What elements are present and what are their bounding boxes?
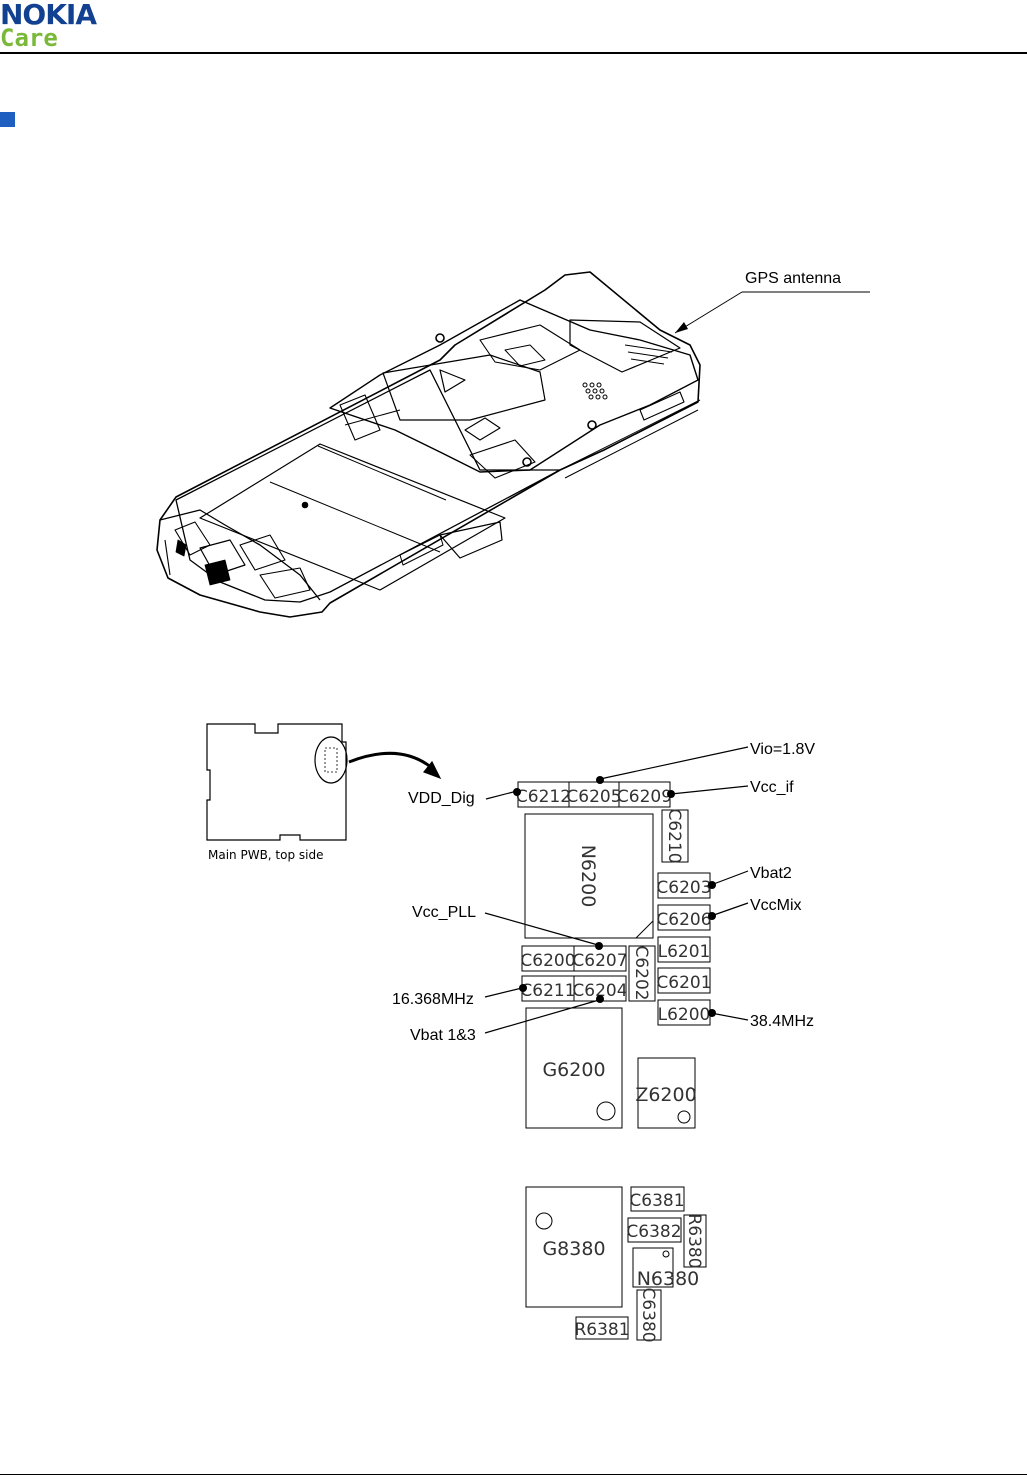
comp-c6206: C6206 <box>656 910 711 930</box>
leader-vio <box>599 746 749 780</box>
comp-c6205: C6205 <box>566 787 621 807</box>
comp-c6200: C6200 <box>520 951 575 971</box>
dot-vcc-pll <box>595 942 603 950</box>
comp-c6211: C6211 <box>520 981 575 1001</box>
comp-l6200: L6200 <box>658 1005 711 1025</box>
leader-vbat13 <box>484 999 600 1034</box>
box-g8380 <box>525 1186 623 1308</box>
comp-r6380: R6380 <box>684 1213 704 1268</box>
dot-16mhz <box>519 984 527 992</box>
comp-c6207: C6207 <box>572 951 627 971</box>
dot-vdd-dig <box>513 788 521 796</box>
box-l6201 <box>657 936 711 963</box>
leader-16mhz <box>484 987 523 998</box>
leader-vdd-dig <box>485 790 518 800</box>
phone-assembly-drawing <box>156 271 701 618</box>
gps-antenna-label: GPS antenna <box>745 270 841 287</box>
comp-c6382: C6382 <box>626 1222 681 1242</box>
box-g6200 <box>525 1007 623 1129</box>
section-marker <box>0 112 15 127</box>
header-rule <box>0 52 1027 54</box>
comp-c6381: C6381 <box>629 1191 684 1211</box>
box-r6381 <box>575 1316 629 1340</box>
leader-vcc-pll <box>484 912 599 946</box>
logo-care-text: Care <box>0 24 58 52</box>
comp-g6200: G6200 <box>542 1059 605 1081</box>
label-vccmix: VccMix <box>750 897 802 914</box>
label-16mhz: 16.368MHz <box>392 991 474 1008</box>
label-vbat13: Vbat 1&3 <box>410 1027 476 1044</box>
box-c6382 <box>627 1217 682 1243</box>
comp-c6202: C6202 <box>631 945 651 1000</box>
label-vcc-if: Vcc_if <box>750 779 794 796</box>
comp-c6210: C6210 <box>664 808 684 863</box>
comp-c6380: C6380 <box>638 1287 658 1342</box>
box-c6380 <box>636 1289 662 1341</box>
leader-vcc-if <box>670 785 749 795</box>
box-z6200 <box>637 1057 696 1129</box>
logo-nokia-text: NOKIA <box>0 0 97 31</box>
dot-38mhz <box>708 1009 716 1017</box>
box-n6200 <box>524 813 654 939</box>
n6200-pin1-mark <box>635 920 654 939</box>
box-r6380 <box>683 1214 707 1268</box>
footer-rule <box>0 1474 1027 1475</box>
gps-arrowhead <box>675 322 688 333</box>
g6200-pin1-circle <box>596 1101 616 1121</box>
box-c6210 <box>661 809 689 863</box>
dot-vccmix <box>708 912 716 920</box>
box-c6202 <box>628 945 656 1002</box>
leader-vccmix <box>710 902 749 917</box>
leader-vbat2 <box>710 870 749 886</box>
main-pwb-thumbnail <box>206 723 442 841</box>
comp-c6201: C6201 <box>656 973 711 993</box>
dot-vbat13 <box>596 995 604 1003</box>
dot-vbat2 <box>708 881 716 889</box>
box-c6201 <box>657 967 711 994</box>
board-caption: Main PWB, top side <box>208 848 324 862</box>
g8380-pin1-circle <box>535 1212 553 1230</box>
comp-c6209: C6209 <box>617 787 672 807</box>
comp-z6200: Z6200 <box>635 1084 696 1106</box>
dot-vcc-if <box>667 790 675 798</box>
z6200-pin1-circle <box>677 1110 691 1124</box>
box-n6380 <box>632 1247 674 1288</box>
comp-c6203: C6203 <box>656 878 711 898</box>
leader-38mhz <box>710 1012 749 1021</box>
comp-r6381: R6381 <box>574 1320 629 1340</box>
label-vdd-dig: VDD_Dig <box>408 790 475 807</box>
box-c6381 <box>630 1186 685 1212</box>
n6380-pin1-circle <box>662 1250 670 1258</box>
comp-c6204: C6204 <box>572 981 627 1001</box>
comp-n6200: N6200 <box>577 845 599 908</box>
label-vbat2: Vbat2 <box>750 865 792 882</box>
label-38mhz: 38.4MHz <box>750 1013 814 1030</box>
comp-l6201: L6201 <box>658 942 711 962</box>
comp-g8380: G8380 <box>542 1238 605 1260</box>
label-vio: Vio=1.8V <box>750 741 815 758</box>
label-vcc-pll: Vcc_PLL <box>412 904 476 921</box>
comp-c6212: C6212 <box>516 787 571 807</box>
comp-n6380: N6380 <box>637 1268 700 1290</box>
dot-vio <box>596 776 604 784</box>
